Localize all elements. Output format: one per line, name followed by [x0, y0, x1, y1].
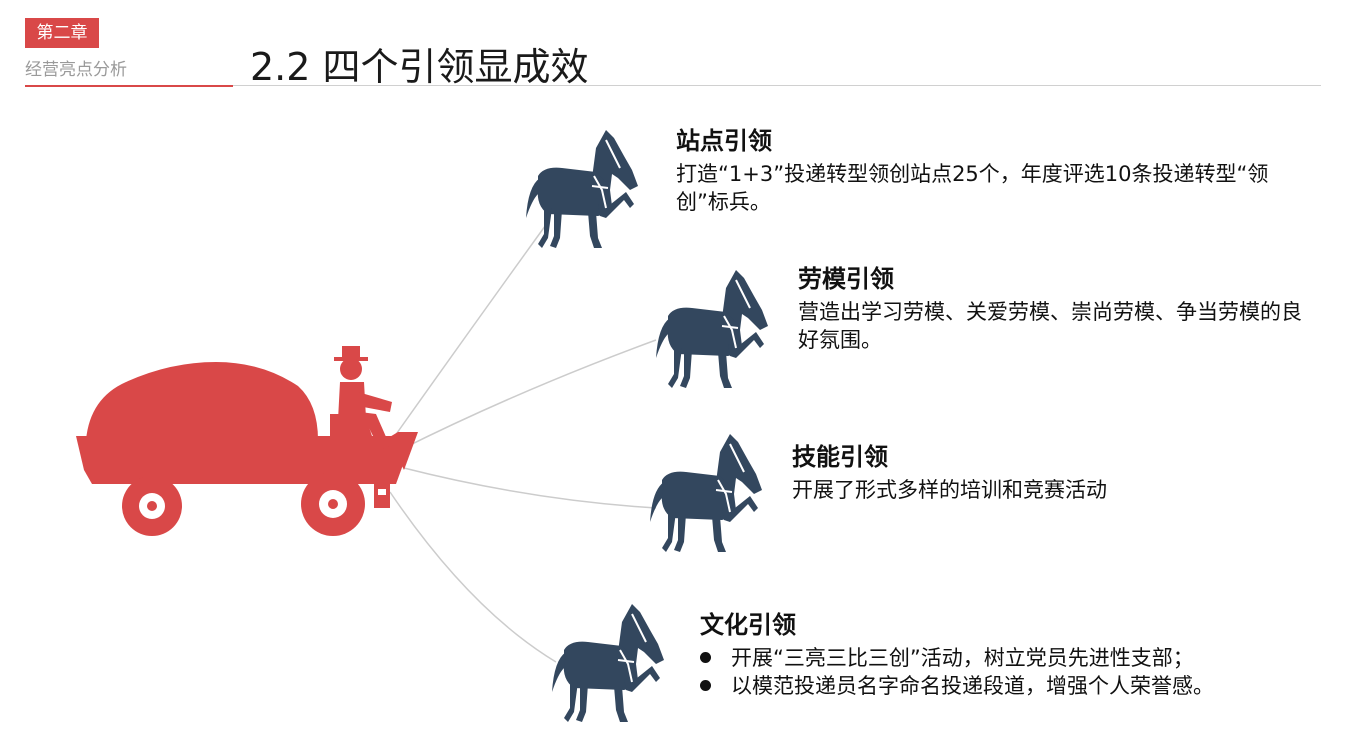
section-culture-lead: 文化引领 开展“三亮三比三创”活动，树立党员先进性支部； 以模范投递员名字命名投… — [700, 610, 1310, 700]
connector-lines — [389, 221, 657, 663]
section-text: 营造出学习劳模、关爱劳模、崇尚劳模、争当劳模的良好氛围。 — [798, 300, 1302, 352]
connector-line — [391, 221, 549, 441]
section-text: 打造“1+3”投递转型领创站点25个，年度评选10条投递转型“领创”标兵。 — [676, 162, 1269, 214]
farmer-cart-icon — [76, 346, 418, 536]
bullet-list: 开展“三亮三比三创”活动，树立党员先进性支部； 以模范投递员名字命名投递段道，增… — [700, 644, 1310, 700]
connector-line — [389, 491, 557, 663]
chapter-badge: 第二章 — [25, 18, 99, 48]
chapter-subtitle: 经营亮点分析 — [25, 60, 127, 80]
horse-icon — [649, 433, 763, 553]
section-title: 文化引领 — [700, 611, 796, 639]
header-underline — [233, 85, 1321, 86]
section-title: 站点引领 — [676, 127, 772, 155]
bullet-item: 以模范投递员名字命名投递段道，增强个人荣誉感。 — [700, 672, 1310, 700]
bullet-item: 开展“三亮三比三创”活动，树立党员先进性支部； — [700, 644, 1310, 672]
section-title: 技能引领 — [792, 443, 888, 471]
connector-line — [403, 467, 657, 509]
section-title: 劳模引领 — [798, 265, 894, 293]
section-model-worker-lead: 劳模引领 营造出学习劳模、关爱劳模、崇尚劳模、争当劳模的良好氛围。 — [798, 264, 1310, 354]
horse-icon — [551, 603, 665, 723]
horse-icon — [655, 269, 769, 389]
header-underline-accent — [25, 85, 233, 87]
connector-line — [399, 339, 657, 451]
section-skill-lead: 技能引领 开展了形式多样的培训和竞赛活动 — [792, 442, 1312, 504]
section-text: 开展了形式多样的培训和竞赛活动 — [792, 478, 1107, 502]
section-site-lead: 站点引领 打造“1+3”投递转型领创站点25个，年度评选10条投递转型“领创”标… — [676, 126, 1306, 216]
page-title: 2.2 四个引领显成效 — [250, 45, 589, 89]
